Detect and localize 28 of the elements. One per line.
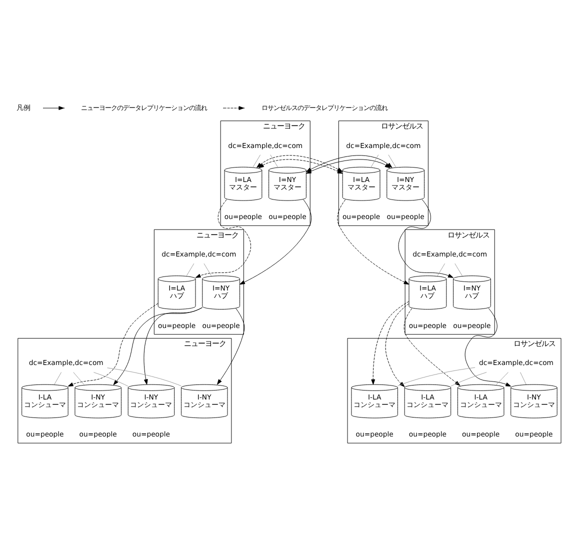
arrow: [398, 199, 454, 278]
arrow: [385, 303, 410, 387]
arrow: [195, 199, 252, 278]
connector: [93, 372, 128, 386]
connector: [107, 368, 182, 386]
connector: [370, 154, 379, 168]
arrow: [240, 199, 312, 285]
arrow: [113, 307, 203, 386]
arrow: [371, 301, 410, 385]
connector: [270, 154, 278, 168]
arrow: [464, 308, 512, 386]
connector: [520, 372, 526, 385]
connector: [437, 263, 446, 276]
connector: [388, 154, 396, 168]
connector: [450, 372, 487, 386]
connector: [398, 367, 476, 386]
arrow: [217, 308, 245, 385]
arrow: [68, 303, 158, 386]
arrow: [144, 307, 203, 385]
arrow: [404, 308, 460, 386]
arrow: [337, 199, 410, 285]
connector: [496, 372, 508, 385]
connector: [54, 372, 62, 385]
connector: [252, 154, 261, 168]
connector: [73, 372, 84, 385]
connector: [204, 263, 212, 276]
connector: [454, 263, 462, 276]
connector: [186, 263, 194, 276]
